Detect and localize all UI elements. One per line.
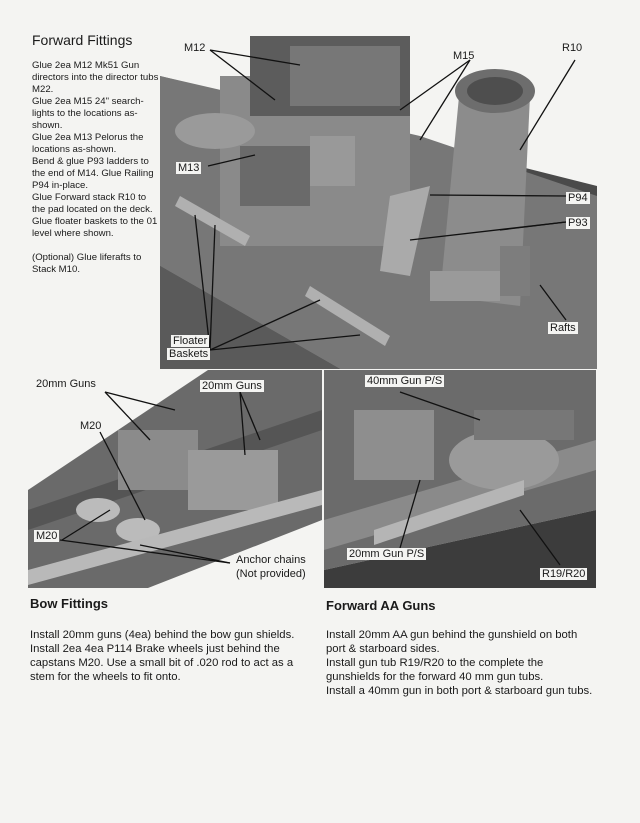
instruction-searchlights: Glue 2ea M15 24" search-lights to the lo… [32,96,144,131]
label-40mm-gun: 40mm Gun P/S [365,375,445,387]
label-m12: M12 [184,42,206,54]
label-m15: M15 [453,50,475,62]
label-r19-r20: R19/R20 [540,568,588,580]
forward-fittings-title: Forward Fittings [32,32,133,48]
label-p93: P93 [566,217,590,229]
label-r10: R10 [562,42,583,54]
label-20mm-gun: 20mm Gun P/S [347,548,427,560]
label-20mm-guns-right: 20mm Guns [200,380,264,392]
instruction-stack: Glue Forward stack R10 to the pad locate… [32,192,153,215]
forward-instructions: Glue 2ea M12 Mk51 Gun directors into the… [32,60,162,276]
instruction-pelorus: Glue 2ea M13 Pelorus the locations as-sh… [32,132,144,155]
aa-guns-text: Install 20mm AA gun behind the gunshield… [326,628,594,698]
instruction-directors: Glue 2ea M12 Mk51 Gun directors into the… [32,60,159,95]
aa-paragraph-2: Install gun tub R19/R20 to the complete … [326,657,544,683]
label-anchor-chains: Anchor chains [234,554,308,566]
label-20mm-guns-left: 20mm Guns [36,378,96,390]
bow-fittings-text: Install 20mm guns (4ea) behind the bow g… [30,628,315,684]
instruction-ladders: Bend & glue P93 ladders to the end of M1… [32,156,154,191]
label-rafts: Rafts [548,322,578,334]
aa-paragraph-1: Install 20mm AA gun behind the gunshield… [326,629,578,655]
forward-fittings-photo [160,36,597,369]
forward-superstructure-render [160,36,597,369]
instruction-optional: (Optional) Glue liferafts to Stack M10. [32,252,142,275]
label-m20-bottom: M20 [34,530,60,542]
aa-paragraph-3: Install a 40mm gun in both port & starbo… [326,685,593,697]
label-m13: M13 [176,162,202,174]
label-p94: P94 [566,192,590,204]
instruction-floater: Glue floater baskets to the 01 level whe… [32,216,158,239]
bow-fittings-title: Bow Fittings [30,596,108,611]
label-baskets: Baskets [167,348,211,360]
label-m20-top: M20 [80,420,102,432]
label-floater: Floater [171,335,210,347]
label-not-provided: (Not provided) [234,568,308,580]
forward-aa-guns-title: Forward AA Guns [326,598,436,613]
bow-paragraph: Install 20mm guns (4ea) behind the bow g… [30,629,295,683]
